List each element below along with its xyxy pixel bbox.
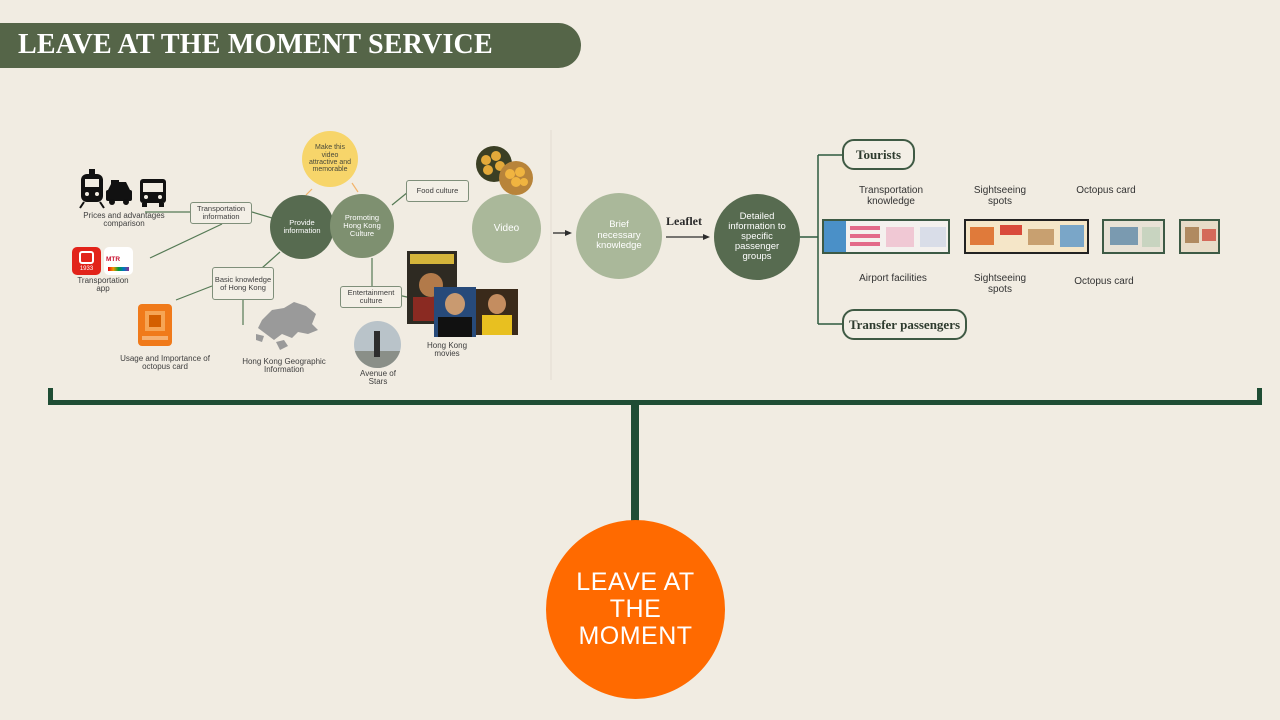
promoting-culture-circle: Promoting Hong Kong Culture <box>330 194 394 258</box>
hong-kong-map-icon <box>256 302 318 350</box>
leaflet-thumb-sightseeing <box>964 219 1089 254</box>
hk-movies-caption: Hong Kong movies <box>426 341 468 359</box>
make-video-bubble: Make this video attractive and memorable <box>302 131 358 187</box>
train-icon <box>79 169 105 209</box>
leaflet-label: Leaflet <box>666 214 702 228</box>
leaflet-thumb-octopus <box>1102 219 1165 254</box>
page-title: LEAVE AT THE MOMENT SERVICE <box>18 29 493 60</box>
transfer-passengers-pill: Transfer passengers <box>842 309 967 340</box>
brief-knowledge-circle: Brief necessary knowledge <box>576 193 662 279</box>
food-culture-box: Food culture <box>406 180 469 202</box>
tourist-label-sightseeing: Sightseeing spots <box>973 185 1027 207</box>
transportation-info-box: Transportation information <box>190 202 252 224</box>
transfer-label-sightseeing: Sightseeing spots <box>973 273 1027 295</box>
transfer-label-octopus: Octopus card <box>1074 276 1134 287</box>
octopus-usage-caption: Usage and Importance of octopus card <box>120 354 210 372</box>
transfer-label-airport: Airport facilities <box>859 273 927 284</box>
mtr-badge-text: MTR <box>106 256 121 263</box>
tourist-label-transport: Transportation knowledge <box>858 185 924 207</box>
title-banner: LEAVE AT THE MOMENT SERVICE <box>0 23 581 68</box>
transport-app-caption: Transportation app <box>77 276 129 294</box>
bus-icon <box>140 179 166 207</box>
video-circle: Video <box>472 194 541 263</box>
main-circle-text: LEAVE AT THE MOMENT <box>576 568 695 650</box>
leaflet-thumb-extra <box>1179 219 1220 254</box>
kmb-app-icon: 1933 <box>72 247 101 275</box>
mtr-app-icon: MTR <box>104 247 133 275</box>
transport-icons <box>79 169 166 209</box>
avenue-caption: Avenue of Stars <box>360 369 396 387</box>
octopus-card-icon <box>138 304 172 346</box>
movie-poster-2 <box>434 287 476 337</box>
taxi-icon <box>106 180 132 205</box>
avenue-of-stars-photo <box>354 321 401 368</box>
kmb-badge-text: 1933 <box>79 266 94 272</box>
prices-caption: Prices and advantages comparison <box>83 211 165 229</box>
food-photo <box>476 146 533 195</box>
geo-info-caption: Hong Kong Geographic Information <box>242 357 326 375</box>
tourist-label-octopus: Octopus card <box>1076 185 1136 196</box>
leave-at-the-moment-circle: LEAVE AT THE MOMENT <box>546 520 725 699</box>
tourists-pill: Tourists <box>842 139 915 170</box>
detailed-info-circle: Detailed information to specific passeng… <box>714 194 800 280</box>
leaflet-thumb-transport <box>822 219 950 254</box>
movie-poster-3 <box>476 289 518 335</box>
basic-knowledge-box: Basic knowledge of Hong Kong <box>212 267 274 300</box>
provide-info-circle: Provide information <box>270 195 334 259</box>
entertainment-culture-box: Entertainment culture <box>340 286 402 308</box>
